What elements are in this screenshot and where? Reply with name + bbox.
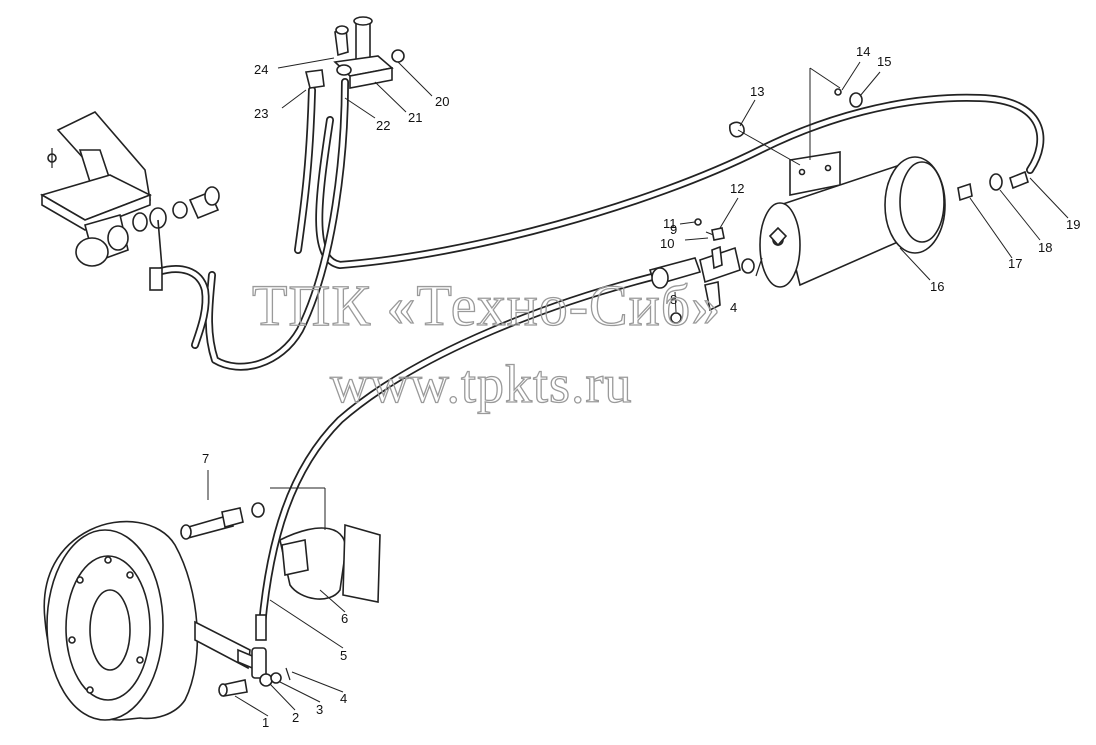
callout-8: 8 <box>670 292 677 307</box>
bracket-13 <box>729 67 841 196</box>
callout-4-upper: 4 <box>730 300 737 315</box>
callout-4-lower: 4 <box>340 691 347 706</box>
watermark: ТПК «Техно-Сиб» www.tpkts.ru <box>251 272 721 414</box>
callout-11: 11 <box>663 216 677 231</box>
callout-1: 1 <box>262 715 269 730</box>
callout-14: 14 <box>856 44 870 59</box>
callout-23: 23 <box>254 106 268 121</box>
callout-7: 7 <box>202 451 209 466</box>
leader-lines <box>207 57 1069 717</box>
reservoir-tank-16 <box>759 88 1029 288</box>
lever-assembly <box>194 614 291 697</box>
callout-3: 3 <box>316 702 323 717</box>
callout-19: 19 <box>1066 217 1080 232</box>
clutch-pedal-master-cylinder <box>39 111 220 291</box>
callout-9: 9 <box>670 222 677 237</box>
callout-24: 24 <box>254 62 268 77</box>
callout-20: 20 <box>435 94 449 109</box>
callout-2: 2 <box>292 710 299 725</box>
callout-6: 6 <box>341 611 348 626</box>
callout-16: 16 <box>930 279 944 294</box>
hose-lines <box>154 78 1045 629</box>
callout-18: 18 <box>1038 240 1052 255</box>
callout-13: 13 <box>750 84 764 99</box>
callout-21: 21 <box>408 110 422 125</box>
watermark-url: www.tpkts.ru <box>330 354 633 414</box>
callout-10: 10 <box>660 236 674 251</box>
valve-block-assembly <box>305 16 405 89</box>
callout-17: 17 <box>1008 256 1022 271</box>
callout-15: 15 <box>877 54 891 69</box>
bolt-and-bracket <box>180 487 381 603</box>
center-clamp-assembly <box>648 218 763 324</box>
watermark-title: ТПК «Техно-Сиб» <box>252 273 721 338</box>
callout-22: 22 <box>376 118 390 133</box>
callout-12: 12 <box>730 181 744 196</box>
brake-drum <box>43 520 199 721</box>
callout-5: 5 <box>340 648 347 663</box>
callout-labels: 1 2 3 4 4 5 6 7 8 9 10 11 12 13 14 15 16… <box>202 44 1080 730</box>
